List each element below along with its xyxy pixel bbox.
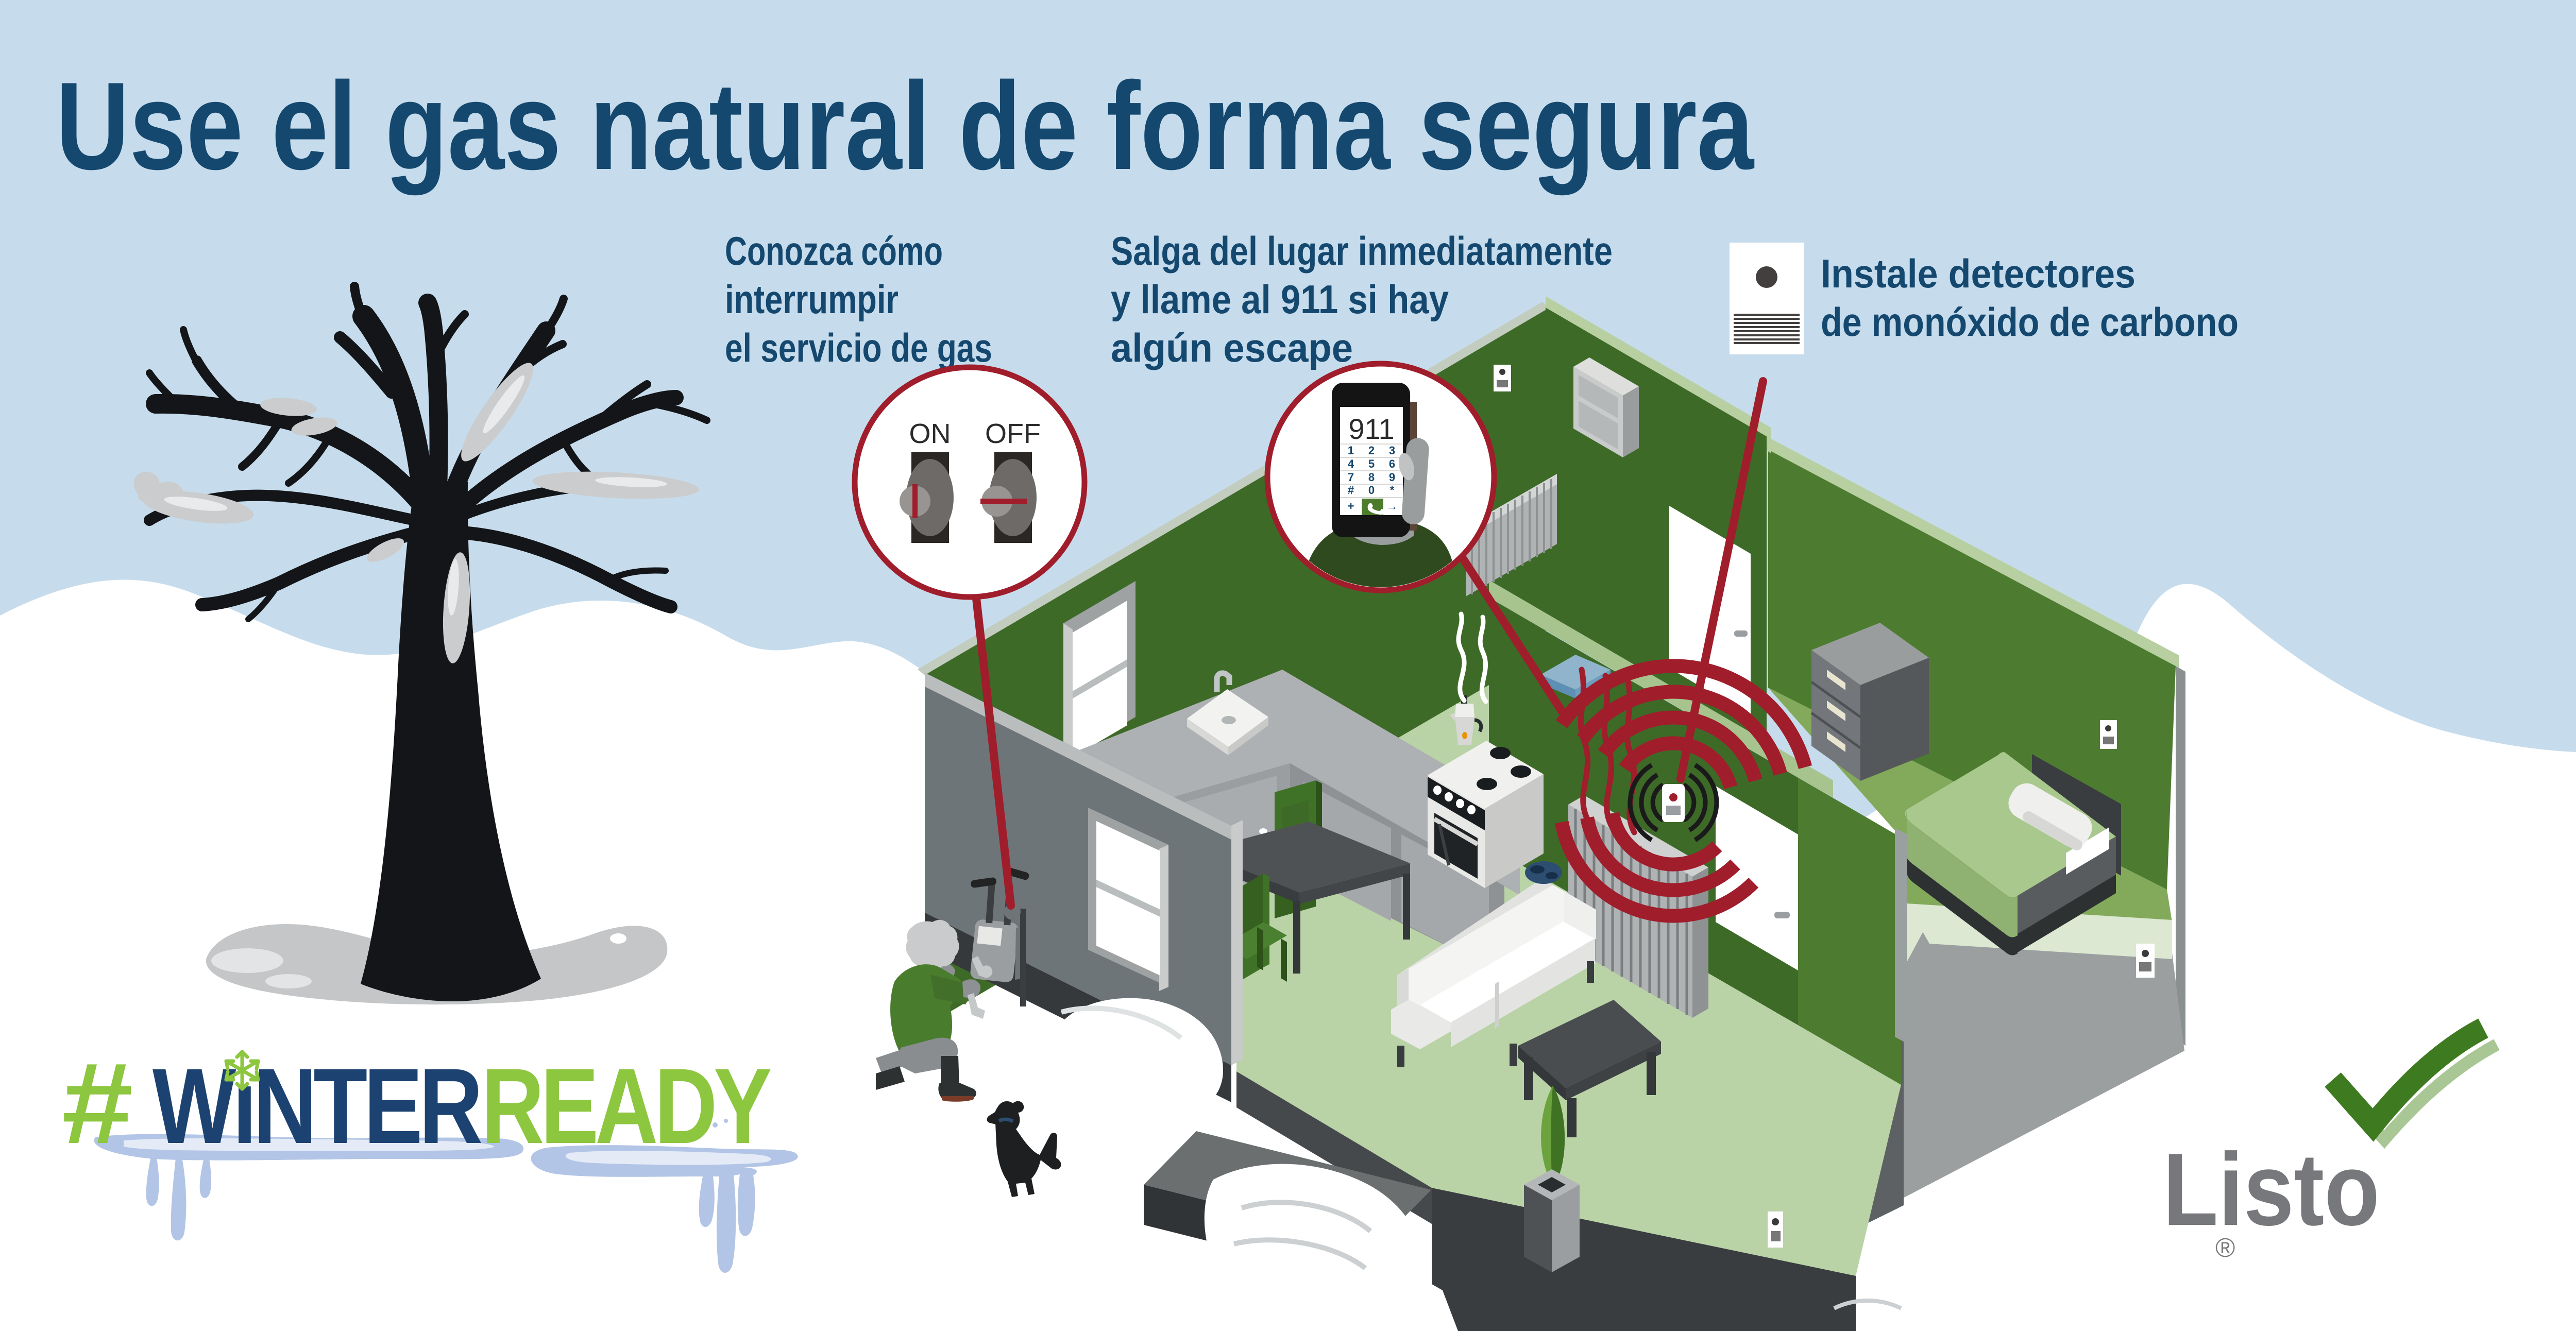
svg-text:Salga del lugar inmediatamente: Salga del lugar inmediatamente: [1111, 228, 1613, 274]
svg-text:8: 8: [1368, 471, 1375, 484]
svg-text:algún escape: algún escape: [1111, 325, 1353, 370]
svg-text:de monóxido de carbono: de monóxido de carbono: [1821, 299, 2239, 345]
svg-text:interrumpir: interrumpir: [725, 277, 899, 322]
svg-text:1: 1: [1348, 444, 1354, 457]
svg-text:ON: ON: [909, 418, 951, 449]
svg-text:0: 0: [1368, 484, 1375, 497]
svg-text:+: +: [1348, 500, 1354, 513]
svg-text:Listo: Listo: [2163, 1132, 2380, 1247]
svg-text:#: #: [1348, 484, 1354, 497]
svg-text:el servicio de gas: el servicio de gas: [725, 325, 992, 370]
svg-text:WıNTER: WıNTER: [152, 1047, 481, 1166]
svg-text:OFF: OFF: [985, 418, 1041, 449]
svg-text:Instale detectores: Instale detectores: [1821, 251, 2136, 296]
svg-text:9: 9: [1389, 471, 1395, 484]
svg-text:*: *: [1390, 484, 1395, 497]
svg-text:7: 7: [1348, 471, 1354, 484]
svg-text:Use el gas natural de forma se: Use el gas natural de forma segura: [56, 57, 1755, 196]
svg-text:5: 5: [1368, 457, 1375, 470]
svg-text:y llame al 911 si hay: y llame al 911 si hay: [1111, 277, 1449, 322]
svg-text:3: 3: [1389, 444, 1395, 457]
svg-text:READY: READY: [481, 1047, 771, 1166]
svg-text:4: 4: [1348, 457, 1354, 470]
svg-text:6: 6: [1389, 457, 1395, 470]
svg-text:Conozca cómo: Conozca cómo: [725, 228, 943, 274]
svg-text:911: 911: [1348, 413, 1394, 445]
svg-text:→: →: [1386, 500, 1398, 513]
svg-text:®: ®: [2215, 1233, 2235, 1263]
svg-text:#: #: [62, 1039, 133, 1168]
svg-text:2: 2: [1368, 444, 1375, 457]
